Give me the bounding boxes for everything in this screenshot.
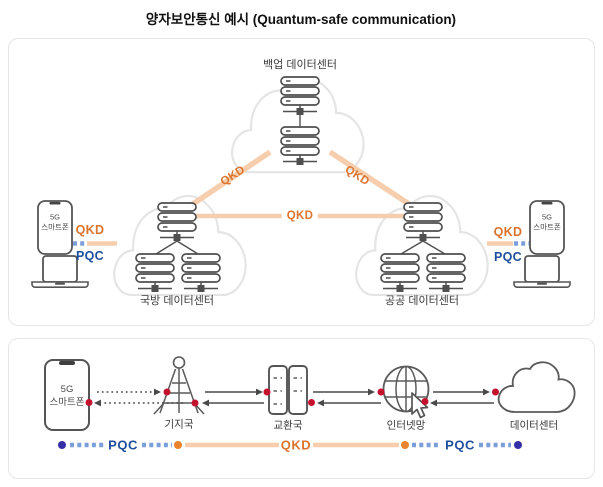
rail-orange-dot bbox=[174, 441, 182, 449]
qkd-label-right-device: QKD bbox=[493, 225, 523, 239]
smartphone-icon bbox=[44, 359, 90, 431]
dotted-arrows bbox=[97, 391, 183, 404]
phone-label-line2: 스마트폰 bbox=[49, 397, 85, 408]
phone-label-left: 5G 스마트폰 bbox=[41, 213, 69, 232]
top-panel bbox=[8, 38, 595, 326]
rail-indigo-dot bbox=[58, 441, 66, 449]
security-rail bbox=[58, 441, 522, 449]
pqc-label-right-device: PQC bbox=[494, 250, 522, 264]
pqc-label-rail-left: PQC bbox=[108, 437, 138, 453]
qkd-label-left-device: QKD bbox=[75, 223, 105, 237]
phone-label-line2: 스마트폰 bbox=[41, 222, 69, 231]
rail-indigo-dot bbox=[514, 441, 522, 449]
base-station-label: 기지국 bbox=[164, 418, 194, 431]
defense-datacenter-label: 국방 데이터센터 bbox=[140, 295, 214, 307]
server-connector-lines bbox=[155, 115, 446, 255]
internet-label: 인터넷망 bbox=[386, 419, 426, 432]
phone-label-line1: 5G bbox=[49, 212, 61, 222]
phone-label-bottom: 5G 스마트폰 bbox=[50, 383, 85, 409]
smartphone-icon bbox=[529, 200, 565, 255]
phone-label-line2: 스마트폰 bbox=[533, 222, 561, 231]
diagram-title: 양자보안통신 예시 (Quantum-safe communication) bbox=[145, 12, 457, 27]
smartphone-icon bbox=[37, 200, 73, 255]
rail-orange-dot bbox=[401, 441, 409, 449]
qkd-label-rail: QKD bbox=[280, 437, 312, 453]
datacenter-label: 데이터센터 bbox=[509, 419, 559, 432]
solid-arrows bbox=[205, 391, 494, 404]
backup-datacenter-label: 백업 데이터센터 bbox=[263, 59, 337, 71]
phone-label-line1: 5G bbox=[541, 212, 553, 222]
qkd-label-middle: QKD bbox=[281, 210, 319, 222]
phone-label-line1: 5G bbox=[60, 384, 74, 395]
red-node-dots bbox=[85, 388, 499, 407]
public-datacenter-label: 공공 데이터센터 bbox=[385, 295, 459, 307]
pqc-label-rail-right: PQC bbox=[445, 437, 475, 453]
exchange-cabinets-icon bbox=[268, 365, 308, 415]
laptop-icon bbox=[513, 255, 571, 289]
exchange-label: 교환국 bbox=[273, 419, 303, 432]
arrow-heads bbox=[94, 388, 490, 407]
phone-label-right: 5G 스마트폰 bbox=[533, 213, 561, 232]
pqc-label-left-device: PQC bbox=[76, 249, 104, 263]
cursor-icon bbox=[411, 392, 429, 419]
datacenter-cloud-icon bbox=[497, 361, 576, 413]
